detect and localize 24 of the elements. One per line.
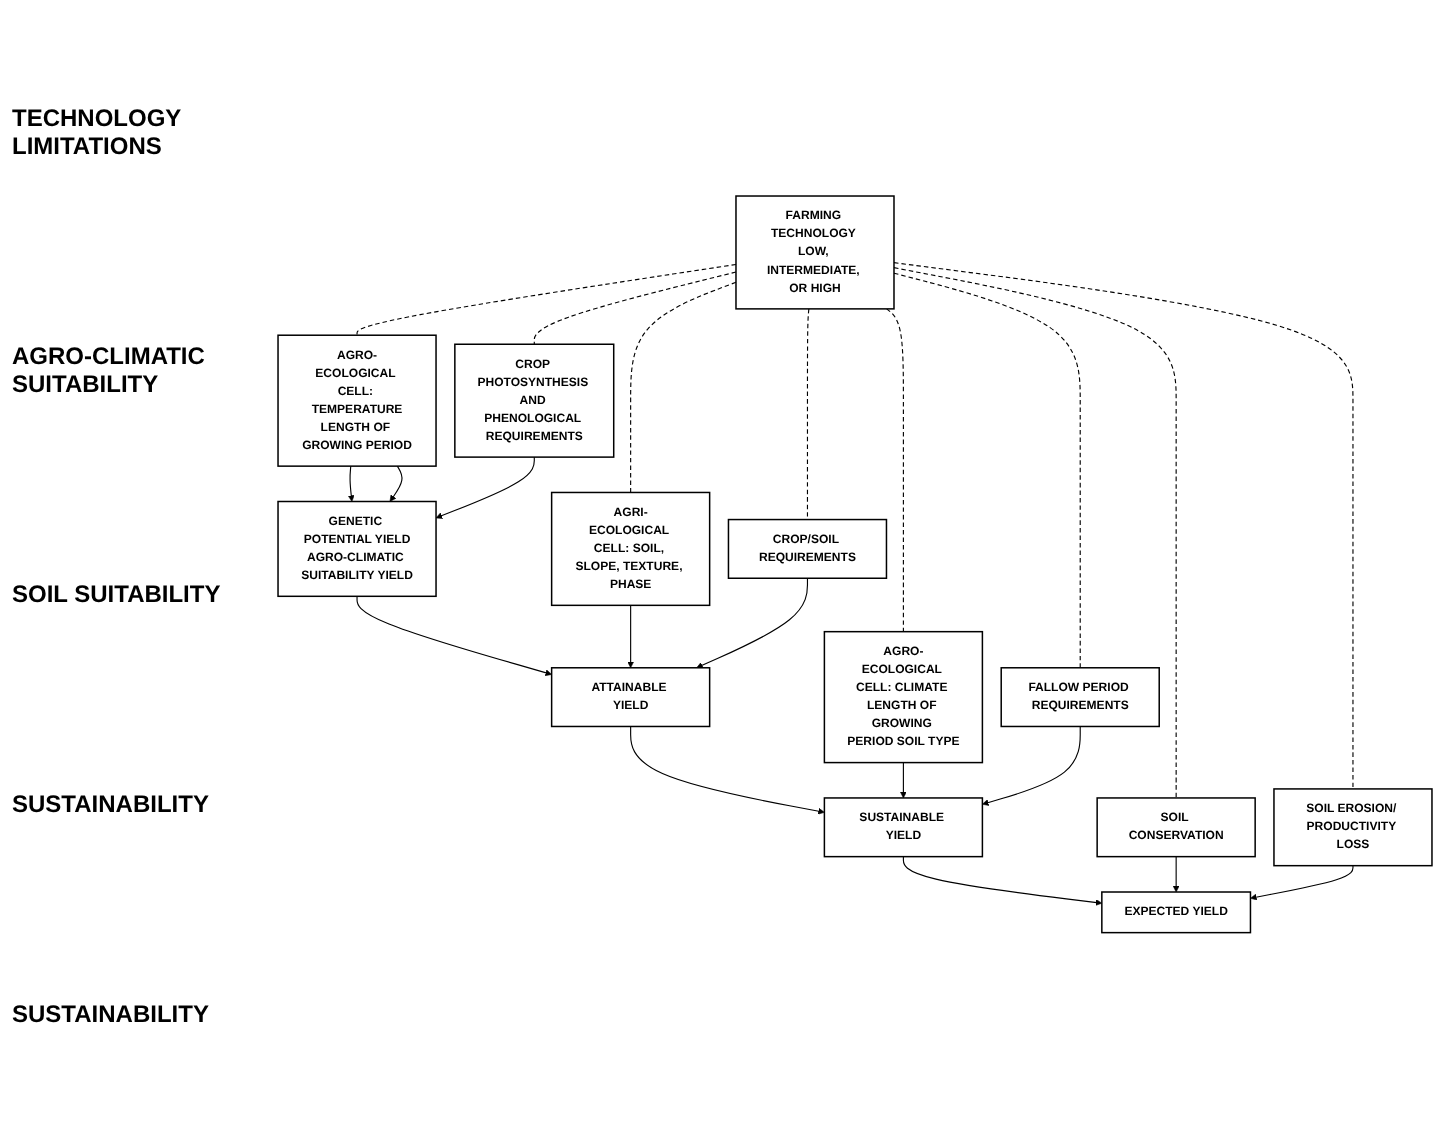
row-label: SUSTAINABILITY <box>12 997 211 1031</box>
arrow <box>696 578 809 670</box>
connector <box>886 308 904 633</box>
arrow <box>356 596 552 677</box>
row-label: SOIL SUITABILITY <box>12 577 223 611</box>
connector <box>356 264 737 337</box>
connector <box>806 308 810 521</box>
connector <box>893 262 1354 791</box>
arrow <box>902 856 1103 907</box>
arrow <box>1172 856 1180 893</box>
arrow <box>900 762 907 799</box>
row-label: AGRO-CLIMATIC SUITABILITY <box>12 339 207 401</box>
connector <box>630 282 737 494</box>
arrow <box>627 605 634 669</box>
row-label: TECHNOLOGY LIMITATIONS <box>12 101 183 163</box>
arrow <box>982 726 1081 807</box>
arrow <box>389 466 403 503</box>
row-label: SUSTAINABILITY <box>12 787 211 821</box>
arrow <box>435 457 535 520</box>
connector <box>893 267 1177 800</box>
arrow <box>347 466 355 503</box>
arrow <box>1250 865 1354 902</box>
arrow <box>630 726 825 816</box>
connector <box>893 273 1081 669</box>
